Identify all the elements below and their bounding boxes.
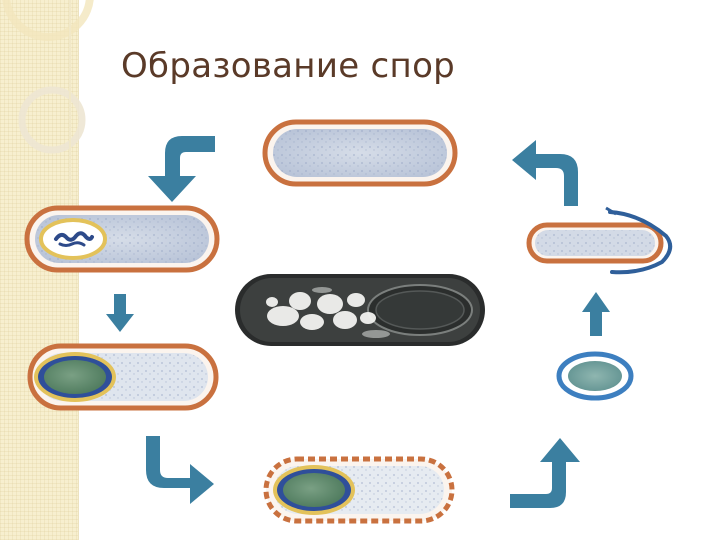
stage-germination xyxy=(526,206,673,275)
arrow-up-right xyxy=(582,292,610,336)
stage-vegetative-cell xyxy=(262,119,458,187)
stage-forespore xyxy=(27,343,219,411)
stage-free-spore xyxy=(556,351,634,401)
curved-arrow-up-bottom-right xyxy=(510,438,580,508)
stage-spore-in-cell xyxy=(263,456,455,524)
curved-arrow-right-bottom xyxy=(146,436,214,504)
curved-arrow-down-left xyxy=(148,136,215,202)
center-micrograph xyxy=(235,274,485,346)
curved-arrow-left-top-right xyxy=(512,140,578,206)
decorative-rings xyxy=(2,0,94,200)
stage-nucleoid-condensation xyxy=(24,205,220,273)
arrow-down-left xyxy=(106,294,134,332)
page-title: Образование спор xyxy=(121,46,456,86)
